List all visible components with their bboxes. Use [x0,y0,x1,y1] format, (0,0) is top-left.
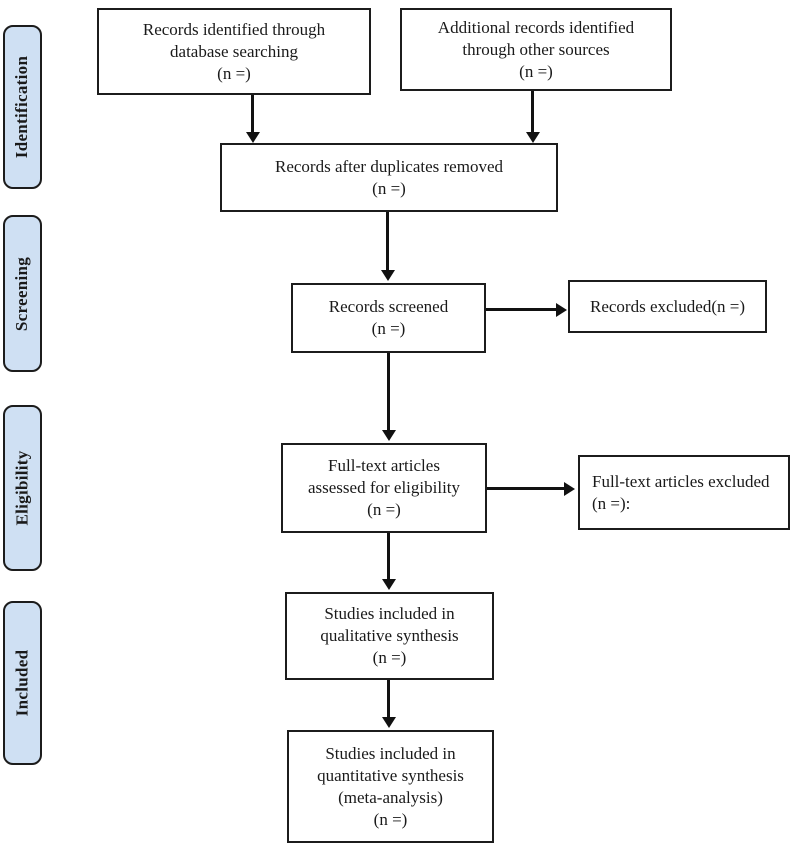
box-line: Records after duplicates removed [275,156,503,176]
box-line: Full-text articles excluded [592,471,770,491]
arrow-screened-to-fulltext [387,353,390,430]
box-line: qualitative synthesis [320,626,459,645]
box-line: (meta-analysis) [338,787,443,807]
arrow-database-to-duplicates [251,95,254,132]
box-line: (n =) [217,63,251,83]
stage-screening: Screening [3,215,42,372]
box-fulltext-excluded: Full-text articles excluded (n =): [578,455,790,530]
box-records-screened: Records screened (n =) [291,283,486,353]
box-additional-records-other-sources: Additional records identified through ot… [400,8,672,91]
arrow-screened-to-excluded [486,308,556,311]
box-line: (n =) [373,809,408,829]
stage-identification: Identification [3,25,42,189]
arrow-duplicates-to-screened [386,212,389,270]
box-records-identified-database: Records identified through database sear… [97,8,371,95]
stage-screening-label: Screening [12,256,32,331]
box-line: Additional records identified [437,17,635,37]
box-line: (n =) [372,648,407,667]
box-line: Records excluded(n =) [590,296,745,316]
box-qualitative-synthesis: Studies included in qualitative synthesi… [285,592,494,680]
box-line: Records screened [328,297,449,316]
stage-identification-label: Identification [12,55,32,159]
box-line: database searching [170,41,298,61]
box-line: (n =) [371,319,406,338]
box-records-after-duplicates-removed: Records after duplicates removed (n =) [220,143,558,212]
box-line: Records identified through [142,19,326,39]
box-line: (n =) [372,178,406,198]
stage-eligibility: Eligibility [3,405,42,571]
box-line: (n =) [519,61,553,81]
arrow-fulltext-to-qualitative [387,533,390,579]
box-records-excluded: Records excluded(n =) [568,280,767,333]
box-line: Studies included in [325,743,456,763]
box-line: Full-text articles [328,456,440,475]
stage-included: Included [3,601,42,765]
box-line: Studies included in [324,604,455,623]
box-line: quantitative synthesis [317,765,464,785]
box-line: (n =): [592,493,631,513]
box-line: assessed for eligibility [307,478,461,497]
stage-included-label: Included [12,649,32,717]
arrow-fulltext-to-fulltext-excluded [487,487,564,490]
arrow-qualitative-to-quantitative [387,680,390,717]
box-line: (n =) [367,500,401,519]
stage-eligibility-label: Eligibility [12,450,32,526]
box-fulltext-assessed: Full-text articles assessed for eligibil… [281,443,487,533]
box-quantitative-synthesis: Studies included in quantitative synthes… [287,730,494,843]
box-line: through other sources [462,39,610,59]
arrow-other-sources-to-duplicates [531,91,534,132]
